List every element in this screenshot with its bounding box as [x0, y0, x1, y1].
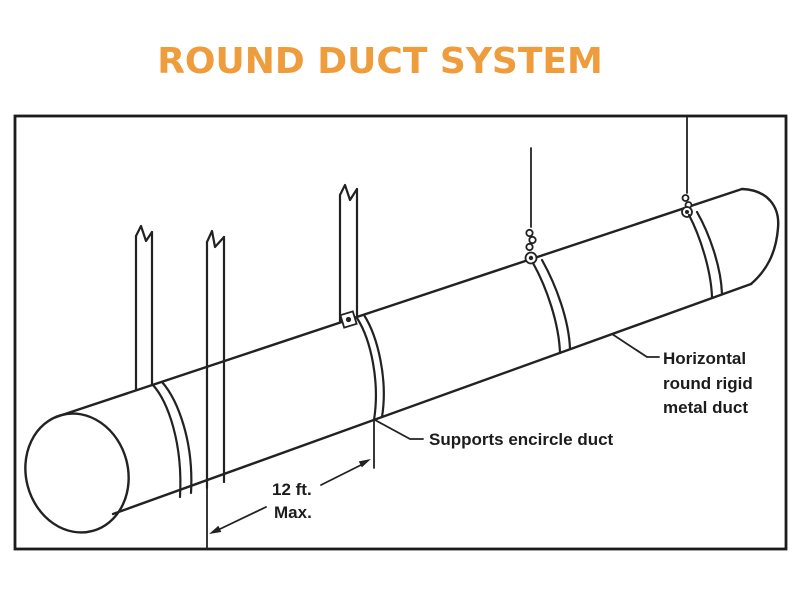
dimension-arrowhead-left: [209, 525, 222, 534]
wire-twist-bead: [528, 235, 537, 245]
strap-hanger-1: [134, 224, 193, 499]
strap-hanger-3: [338, 183, 385, 422]
wire-clamp-band-front: [687, 213, 714, 299]
dimension-arrow-line-left: [219, 506, 267, 530]
dimension-arrow-line-right: [320, 464, 362, 486]
strap-clamp-band-back: [160, 380, 193, 495]
wire-twist-bead: [525, 242, 534, 252]
duct-open-end-ellipse: [24, 412, 130, 534]
wire-twist-bead: [525, 228, 534, 238]
strap-break-top: [338, 183, 359, 202]
strap-clamp-band-front: [151, 383, 182, 499]
wire-twist-bead: [681, 194, 690, 202]
supports-label: Supports encircle duct: [429, 430, 614, 449]
wire-clamp-band-front: [531, 261, 562, 355]
strap-clamp-band-back: [362, 313, 385, 419]
strap-hanger-2: [205, 229, 226, 490]
strap-break-top: [134, 224, 154, 243]
strap-fastener-bolt: [345, 316, 352, 323]
dimension-value-label: 12 ft.: [272, 480, 312, 499]
duct-top-edge: [54, 187, 744, 419]
dimension-qualifier-label: Max.: [274, 503, 312, 522]
duct-label-line-1: Horizontal: [663, 349, 746, 368]
strap-clamp-band-front: [355, 316, 377, 422]
wire-clamp-band-back: [695, 210, 724, 296]
duct-label-group: Horizontal round rigid metal duct: [611, 333, 753, 417]
duct-label-leader: [611, 333, 660, 358]
supports-label-leader: [374, 419, 424, 440]
wire-hanger-2: [681, 116, 724, 299]
duct-label-line-2: round rigid: [663, 374, 753, 393]
strap-break-top: [205, 229, 226, 249]
duct-bottom-edge: [111, 282, 753, 516]
diagram-frame-border: [13, 114, 788, 551]
wire-loop-bolt: [685, 210, 689, 214]
wire-loop-bolt: [528, 255, 534, 261]
dimension-arrowhead-right: [358, 459, 371, 468]
wire-clamp-band-back: [540, 258, 572, 351]
wire-hanger-1: [524, 147, 572, 355]
duct-label-line-3: metal duct: [663, 398, 748, 417]
slide-title: ROUND DUCT SYSTEM: [157, 41, 603, 82]
duct-far-end-cap: [740, 187, 780, 286]
duct-body: [24, 187, 780, 534]
dimension-12ft-max: 12 ft. Max.: [206, 420, 375, 550]
supports-label-group: Supports encircle duct: [374, 419, 614, 449]
